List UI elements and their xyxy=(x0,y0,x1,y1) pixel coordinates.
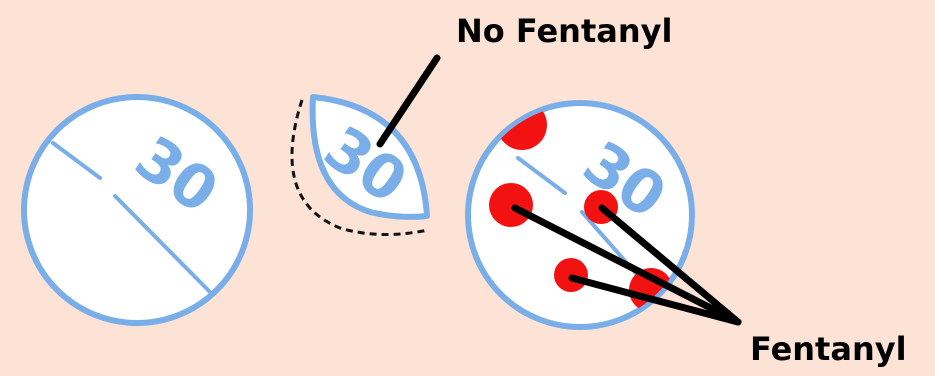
no-fentanyl-pointer xyxy=(380,58,437,144)
pill-fragment: 30 xyxy=(292,97,428,235)
whole-pill: 30 xyxy=(24,97,250,323)
fentanyl-dot-left xyxy=(489,183,533,227)
fentanyl-label: Fentanyl xyxy=(750,330,907,368)
contaminated-pill: 30 xyxy=(468,100,692,327)
no-fentanyl-label: No Fentanyl xyxy=(456,12,672,50)
whole-pill-body xyxy=(24,97,250,323)
